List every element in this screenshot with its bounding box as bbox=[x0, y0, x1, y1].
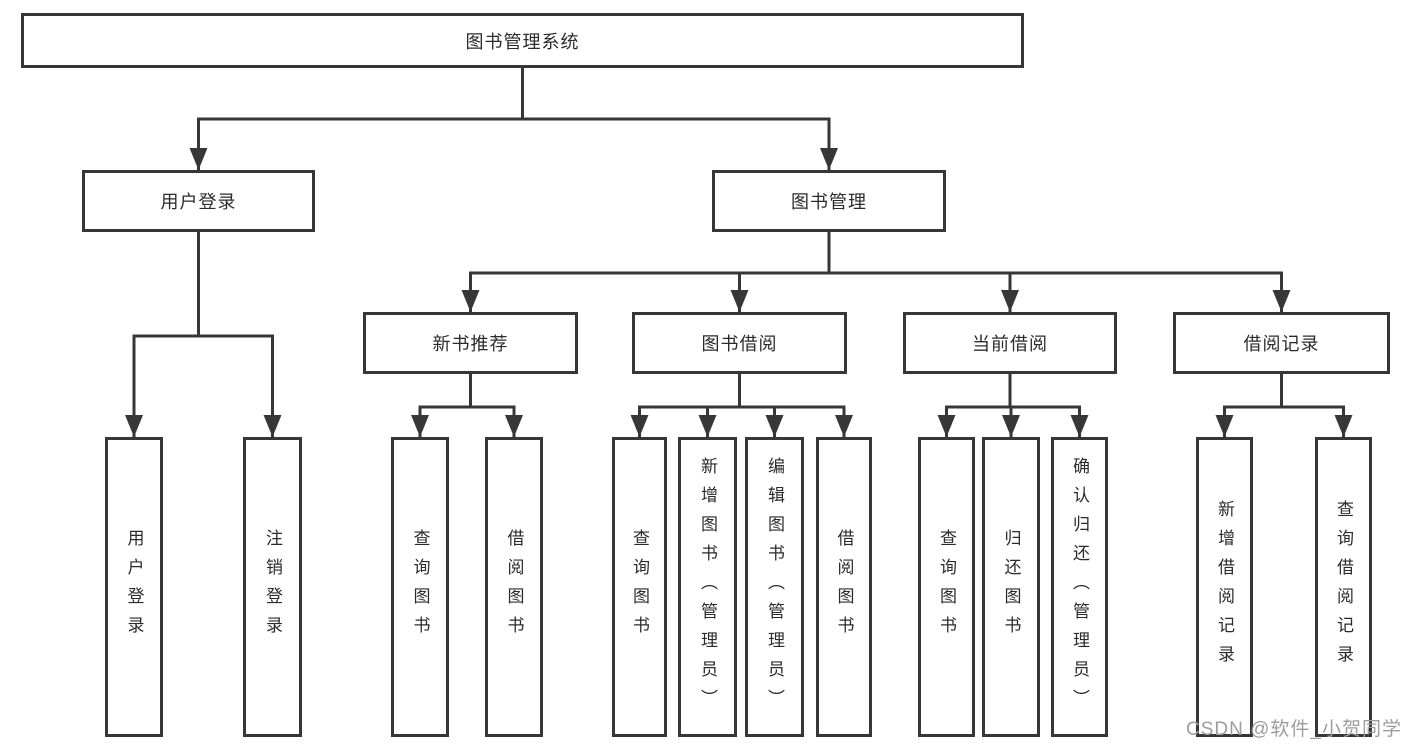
leaf-user-login: 用户登录 bbox=[105, 437, 163, 737]
leaf-label: 编辑图书（管理员） bbox=[765, 456, 784, 718]
leaf-query-book: 查询图书 bbox=[612, 437, 667, 737]
node-new-book-recommend: 新书推荐 bbox=[363, 312, 578, 374]
node-borrow-records: 借阅记录 bbox=[1173, 312, 1390, 374]
leaf-query-book-recommend: 查询图书 bbox=[391, 437, 449, 737]
leaf-label: 归还图书 bbox=[1001, 529, 1021, 645]
leaf-label: 确认归还（管理员） bbox=[1070, 456, 1089, 718]
node-current-borrow: 当前借阅 bbox=[903, 312, 1117, 374]
leaf-query-borrow-record: 查询借阅记录 bbox=[1315, 437, 1372, 737]
leaf-add-borrow-record: 新增借阅记录 bbox=[1196, 437, 1253, 737]
leaf-borrow-book-recommend: 借阅图书 bbox=[485, 437, 543, 737]
leaf-logout: 注销登录 bbox=[243, 437, 302, 737]
csdn-watermark: CSDN @软件_小贺同学 bbox=[1186, 719, 1402, 740]
leaf-label: 用户登录 bbox=[124, 529, 144, 645]
node-book-borrow: 图书借阅 bbox=[632, 312, 847, 374]
leaf-add-book-admin: 新增图书（管理员） bbox=[678, 437, 737, 737]
leaf-label: 注销登录 bbox=[263, 529, 282, 645]
leaf-return-book: 归还图书 bbox=[982, 437, 1040, 737]
node-book-management: 图书管理 bbox=[712, 170, 946, 232]
leaf-borrow-book: 借阅图书 bbox=[816, 437, 872, 737]
leaf-label: 查询图书 bbox=[630, 529, 649, 645]
leaf-label: 查询图书 bbox=[937, 529, 956, 645]
node-user-login: 用户登录 bbox=[82, 170, 315, 232]
leaf-label: 借阅图书 bbox=[504, 529, 524, 645]
leaf-edit-book-admin: 编辑图书（管理员） bbox=[745, 437, 804, 737]
leaf-label: 查询借阅记录 bbox=[1334, 500, 1353, 674]
leaf-query-current-book: 查询图书 bbox=[918, 437, 975, 737]
leaf-confirm-return-admin: 确认归还（管理员） bbox=[1051, 437, 1108, 737]
leaf-label: 新增借阅记录 bbox=[1215, 500, 1234, 674]
leaf-label: 借阅图书 bbox=[834, 529, 854, 645]
leaf-label: 新增图书（管理员） bbox=[698, 456, 717, 718]
node-root-system: 图书管理系统 bbox=[21, 13, 1024, 68]
leaf-label: 查询图书 bbox=[410, 529, 430, 645]
